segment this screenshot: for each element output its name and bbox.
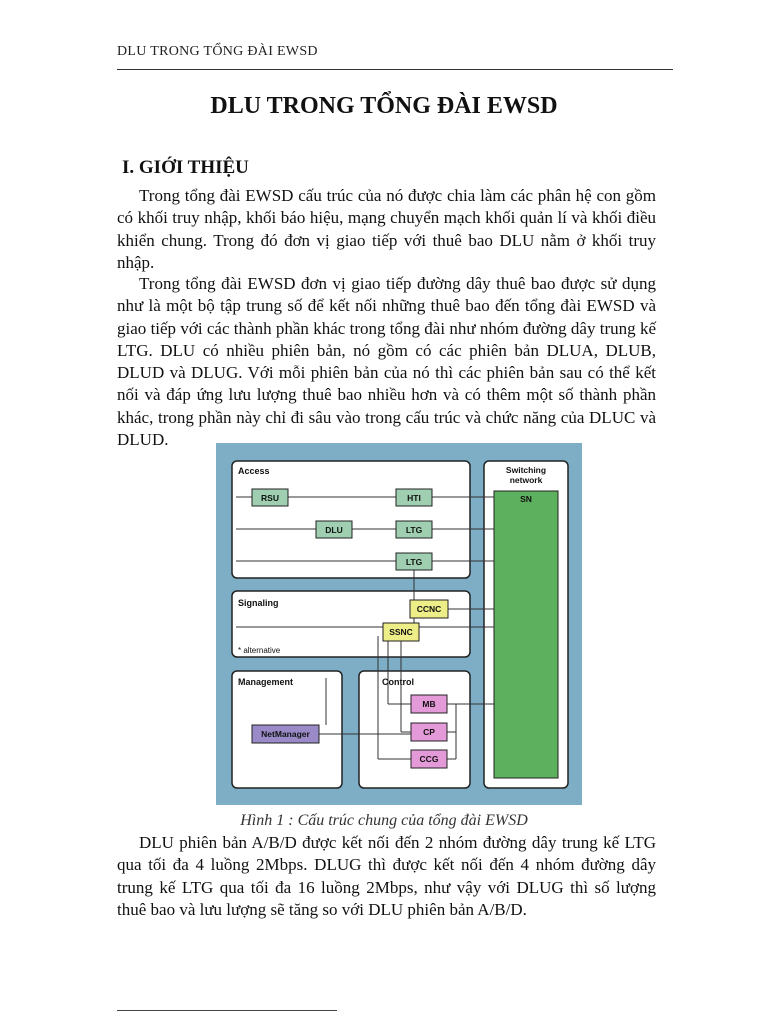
ltg-block-2: LTG [395,552,433,571]
ccnc-label: CCNC [417,604,442,614]
rsu-block: RSU [251,488,289,507]
switching-label-2: network [510,475,543,485]
ewsd-structure-figure: Access Switching network Signaling * alt… [216,443,582,805]
section-heading: I. GIỚI THIỆU [122,157,249,178]
ccnc-block: CCNC [409,599,449,619]
switching-label-1: Switching [506,465,546,475]
paragraph-dlu-versions: Trong tổng đài EWSD đơn vị giao tiếp đườ… [117,274,656,450]
paragraph-intro: Trong tổng đài EWSD cấu trúc của nó được… [117,186,656,272]
ccg-label: CCG [420,754,439,764]
rsu-label: RSU [261,493,279,503]
header-rule [117,69,673,70]
management-label: Management [238,677,293,687]
running-header: DLU TRONG TỔNG ĐÀI EWSD [117,44,318,59]
figure-caption: Hình 1 : Cấu trúc chung của tổng đài EWS… [240,812,528,829]
mb-label: MB [422,699,435,709]
connection-lines [236,496,494,760]
signaling-label: Signaling [238,598,279,608]
ltg-label-2: LTG [406,557,423,567]
cp-label: CP [423,727,435,737]
hti-block: HTI [395,488,433,507]
access-group [231,460,471,579]
ltg-block-1: LTG [395,520,433,539]
ccg-block: CCG [410,749,448,769]
switching-network-block [493,490,559,779]
sn-label: SN [520,494,532,504]
alternative-note: * alternative [238,646,281,655]
mb-block: MB [410,694,448,714]
control-label: Control [382,677,414,687]
cp-block: CP [410,722,448,742]
ssnc-label: SSNC [389,627,413,637]
paragraph-dlu-connection: DLU phiên bản A/B/D được kết nối đến 2 n… [117,833,656,919]
hti-label: HTI [407,493,421,503]
netmanager-block: NetManager [251,724,320,744]
dlu-label: DLU [325,525,342,535]
document-title: DLU TRONG TỔNG ĐÀI EWSD [210,93,558,119]
access-label: Access [238,466,270,476]
ssnc-block: SSNC [382,622,420,642]
ltg-label-1: LTG [406,525,423,535]
dlu-block: DLU [315,520,353,539]
netmanager-label: NetManager [261,729,310,739]
footnote-rule [117,1010,337,1011]
